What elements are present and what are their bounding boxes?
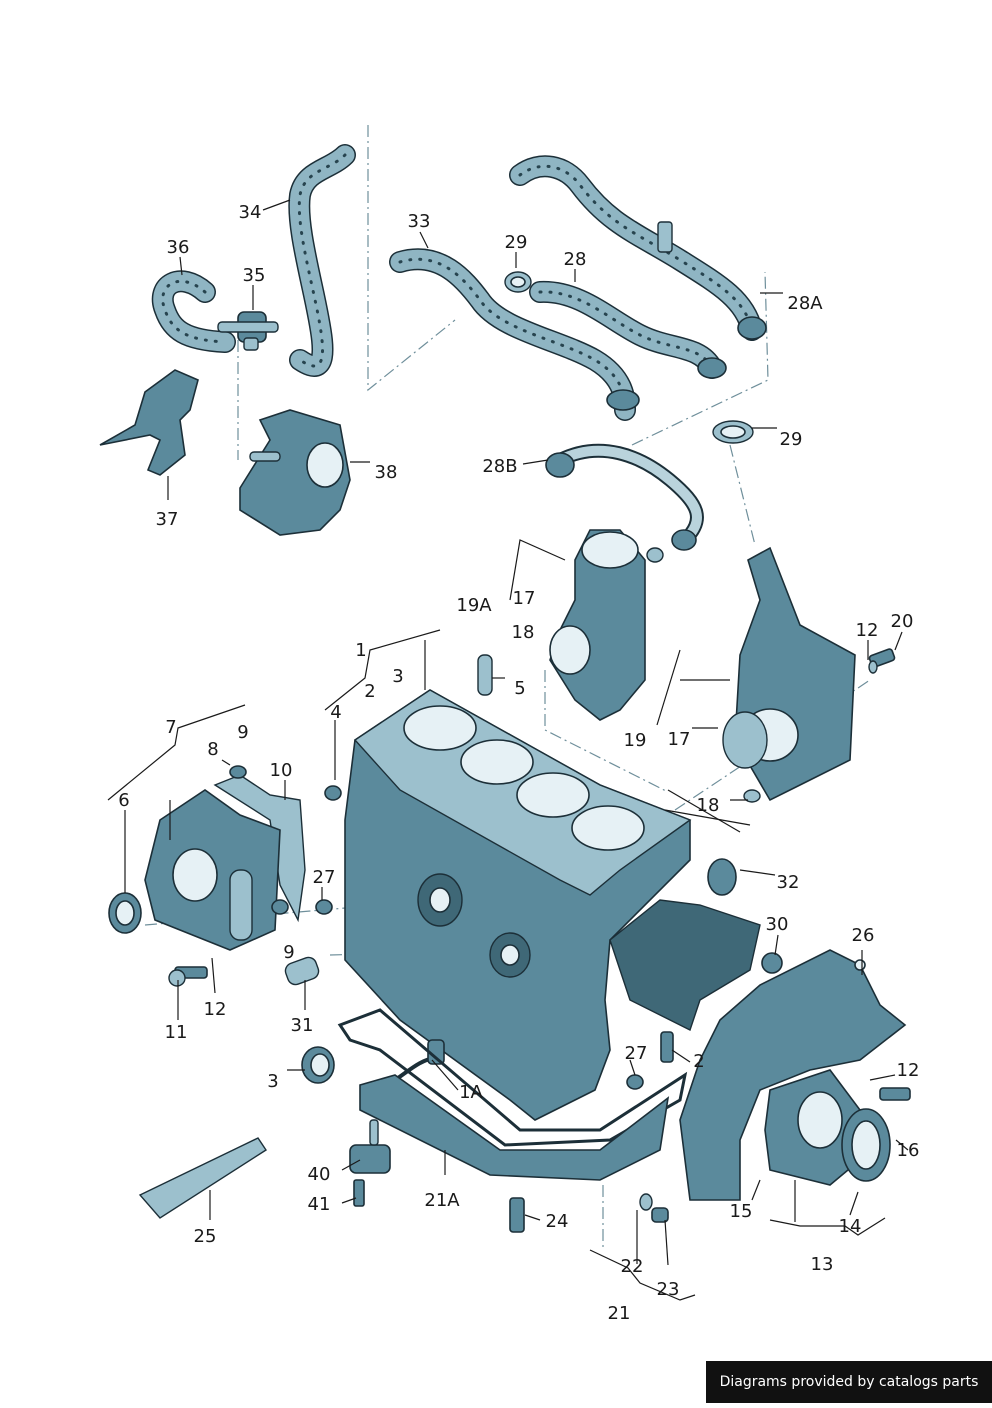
callout-33: 33 xyxy=(408,211,431,232)
sleeve-27-right xyxy=(626,1074,644,1090)
bracket-37 xyxy=(99,369,199,476)
callout-10: 10 xyxy=(270,760,293,781)
callout-35: 35 xyxy=(243,265,266,286)
clamp-29-top xyxy=(504,271,532,293)
seal-flange-15 xyxy=(764,1069,861,1186)
housing-38 xyxy=(239,409,351,536)
seal-3 xyxy=(301,1046,335,1084)
callout-36: 36 xyxy=(167,237,190,258)
callout-18-lower: 18 xyxy=(697,795,720,816)
bolt-20 xyxy=(868,648,896,674)
callout-4: 4 xyxy=(330,702,341,723)
callout-31: 31 xyxy=(291,1015,314,1036)
callout-38: 38 xyxy=(375,462,398,483)
callout-11: 11 xyxy=(165,1022,188,1043)
engine-block xyxy=(344,689,761,1121)
callout-17-upper: 17 xyxy=(513,588,536,609)
connector-35 xyxy=(217,311,279,351)
callout-9-top: 9 xyxy=(237,722,248,743)
spring-31 xyxy=(284,956,320,986)
hose-36 xyxy=(151,270,236,353)
callout-23: 23 xyxy=(657,1279,680,1300)
callout-15: 15 xyxy=(730,1201,753,1222)
callout-3-lower: 3 xyxy=(267,1071,278,1092)
level-sensor-40 xyxy=(349,1119,391,1174)
callout-19a: 19A xyxy=(456,595,492,616)
plug-30 xyxy=(761,952,783,974)
housing-19a xyxy=(549,529,664,721)
callout-41: 41 xyxy=(308,1194,331,1215)
sleeve-4 xyxy=(324,785,342,801)
pin-5 xyxy=(477,654,493,696)
callout-28a: 28A xyxy=(787,293,823,314)
sleeve-27-left xyxy=(315,899,333,915)
callout-3-top: 3 xyxy=(392,666,403,687)
pipe-28b xyxy=(545,443,704,551)
callout-32: 32 xyxy=(777,872,800,893)
callout-12-left: 12 xyxy=(204,999,227,1020)
housing-19 xyxy=(722,546,856,803)
callout-34: 34 xyxy=(239,202,262,223)
callout-37: 37 xyxy=(156,509,179,530)
hose-28 xyxy=(529,280,727,379)
plug-23 xyxy=(651,1207,669,1223)
seal-ring-14 xyxy=(841,1108,891,1182)
bolt-11 xyxy=(168,966,208,987)
callout-6: 6 xyxy=(118,790,129,811)
flange-7 xyxy=(144,765,281,951)
callout-22: 22 xyxy=(621,1256,644,1277)
callout-27-right: 27 xyxy=(625,1043,648,1064)
callout-17-lower: 17 xyxy=(668,729,691,750)
callout-13: 13 xyxy=(811,1254,834,1275)
callout-20: 20 xyxy=(891,611,914,632)
bolt-2 xyxy=(660,1031,674,1063)
bolt-16 xyxy=(879,1087,911,1101)
callout-5: 5 xyxy=(514,678,525,699)
sleeve-9 xyxy=(271,899,289,915)
callout-21a: 21A xyxy=(424,1190,460,1211)
callout-1: 1 xyxy=(355,640,366,661)
callout-30: 30 xyxy=(766,914,789,935)
cover-26 xyxy=(679,949,907,1201)
callout-12-right-top: 12 xyxy=(856,620,879,641)
callout-7: 7 xyxy=(165,717,176,738)
screw-41 xyxy=(353,1179,365,1207)
callout-2-lower: 2 xyxy=(693,1051,704,1072)
callout-2-top: 2 xyxy=(364,681,375,702)
callout-26: 26 xyxy=(852,925,875,946)
callout-27-left: 27 xyxy=(313,867,336,888)
hose-34 xyxy=(288,144,356,377)
callout-8: 8 xyxy=(207,739,218,760)
callout-24: 24 xyxy=(546,1211,569,1232)
hose-33 xyxy=(389,248,640,421)
sealant-tube-25 xyxy=(138,1137,267,1219)
callout-18-upper: 18 xyxy=(512,622,535,643)
callout-1a: 1A xyxy=(459,1082,483,1103)
callout-21: 21 xyxy=(608,1303,631,1324)
callout-28b: 28B xyxy=(482,456,517,477)
leader-lines xyxy=(107,199,909,1301)
callout-29-right: 29 xyxy=(780,429,803,450)
oil-pan-21a xyxy=(359,1074,670,1181)
callout-12-right-lower: 12 xyxy=(897,1060,920,1081)
hose-28a xyxy=(509,155,767,341)
bolt-24 xyxy=(509,1197,525,1233)
callout-14: 14 xyxy=(839,1216,862,1237)
callout-9-lower: 9 xyxy=(283,942,294,963)
seal-6 xyxy=(108,892,142,934)
cap-32 xyxy=(707,858,737,896)
callout-16: 16 xyxy=(897,1140,920,1161)
callout-28: 28 xyxy=(564,249,587,270)
callout-40: 40 xyxy=(308,1164,331,1185)
clamp-29-right xyxy=(712,420,754,444)
seal-22 xyxy=(639,1193,653,1211)
callout-19: 19 xyxy=(624,730,647,751)
callout-labels: 34 36 35 33 29 28 28A 29 28B 38 37 19A 1… xyxy=(118,202,919,1324)
pan-gasket xyxy=(337,1008,688,1147)
callout-29-top: 29 xyxy=(505,232,528,253)
watermark-banner: Diagrams provided by catalogs parts xyxy=(706,1361,992,1403)
callout-25: 25 xyxy=(194,1226,217,1247)
